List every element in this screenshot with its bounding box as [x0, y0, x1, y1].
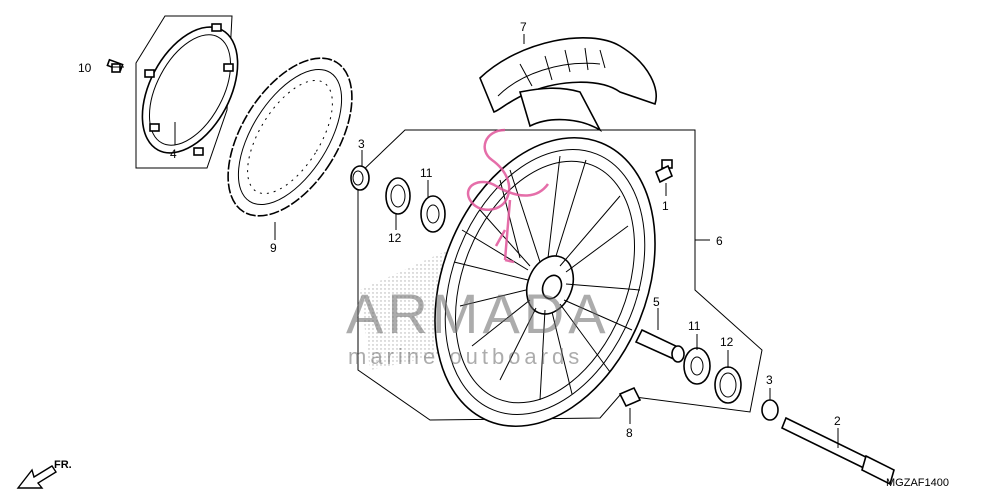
callout-2: 2 — [834, 414, 841, 428]
watermark-tagline: marine outboards — [348, 344, 583, 369]
clip-part — [618, 386, 642, 408]
distance-collar-part — [634, 328, 685, 363]
callout-5: 5 — [653, 295, 660, 309]
callout-11-lower: 11 — [688, 319, 701, 333]
callout-6: 6 — [716, 234, 723, 248]
diagram-code: MGZAF1400 — [886, 477, 949, 489]
callout-4: 4 — [170, 147, 177, 161]
pulser-ring-part — [135, 15, 239, 169]
watermark-brand: ARMADA — [346, 282, 610, 345]
callout-12-lower: 12 — [720, 335, 734, 349]
side-collar-upper-part — [350, 165, 370, 191]
valve-stem-part — [654, 159, 674, 184]
callout-8: 8 — [626, 426, 633, 440]
bolt-part — [106, 58, 124, 73]
callout-10: 10 — [78, 61, 92, 75]
bearing-upper-part — [420, 195, 446, 233]
callout-1: 1 — [662, 199, 669, 213]
callout-3-upper: 3 — [358, 137, 365, 151]
front-label: FR. — [54, 459, 72, 471]
tire-part — [479, 36, 657, 133]
callout-11-upper: 11 — [420, 166, 433, 180]
callout-7: 7 — [520, 20, 527, 34]
brake-disc-part — [227, 57, 353, 217]
watermark-logo: ARMADA marine outboards — [346, 128, 610, 369]
front-arrow-icon — [16, 465, 57, 489]
callout-12-upper: 12 — [388, 231, 402, 245]
dust-seal-upper-part — [385, 177, 411, 215]
side-collar-lower-part — [761, 399, 779, 421]
dust-seal-lower-part — [714, 366, 742, 404]
wheel-assembly-outline — [357, 129, 763, 421]
leader-lines — [112, 34, 839, 448]
callout-9: 9 — [270, 241, 277, 255]
front-direction-marker: FR. — [16, 459, 72, 489]
bearing-lower-part — [683, 347, 711, 385]
callout-3-lower: 3 — [766, 373, 773, 387]
front-axle-part — [780, 416, 895, 486]
flamingo-mark — [466, 128, 550, 264]
